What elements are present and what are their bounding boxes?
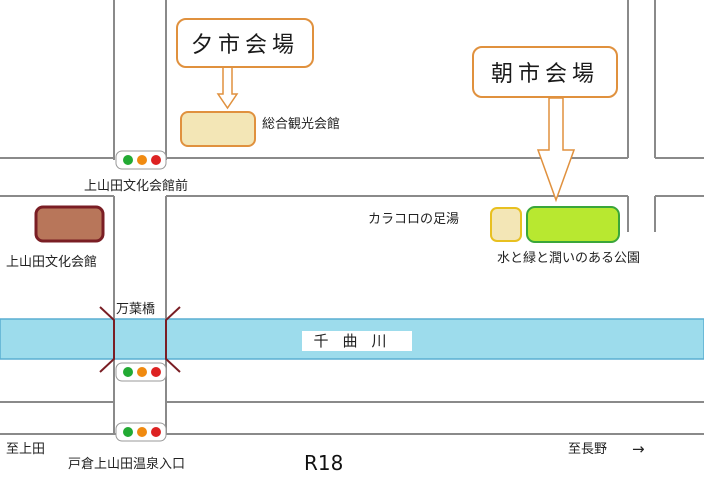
park-label: 水と緑と潤いのある公園	[497, 251, 641, 266]
r18-label: R18	[304, 451, 344, 475]
morning-market-arrow	[536, 97, 576, 203]
sogo-kanko-kaikan-label: 総合観光会館	[262, 117, 341, 132]
bridge-marks	[99, 306, 181, 373]
signal-middle	[115, 362, 167, 382]
river-label: 千曲川	[302, 331, 412, 351]
to-nagano-label: 至長野	[568, 442, 608, 457]
evening-market-callout: 夕市会場	[176, 18, 314, 68]
tokura-onsen-iriguchi-label: 戸倉上山田温泉入口	[68, 457, 186, 472]
ashiyu-label: カラコロの足湯	[368, 212, 460, 227]
signal-bottom	[115, 422, 167, 442]
bunka-kaikan-label: 上山田文化会館	[6, 255, 98, 270]
bunka-kaikan-building	[34, 205, 105, 243]
to-ueda-label: 至上田	[6, 442, 46, 457]
morning-market-callout: 朝市会場	[472, 46, 618, 98]
signal-top	[115, 150, 167, 170]
ashiyu-building	[490, 207, 522, 242]
evening-market-arrow	[216, 66, 239, 110]
park-area	[526, 206, 620, 243]
east-arrow-icon: →	[632, 440, 645, 458]
manyo-bashi-label: 万葉橋	[116, 302, 156, 317]
sogo-kanko-kaikan-building	[180, 111, 256, 147]
bunka-kaikan-mae-label: 上山田文化会館前	[82, 179, 191, 194]
